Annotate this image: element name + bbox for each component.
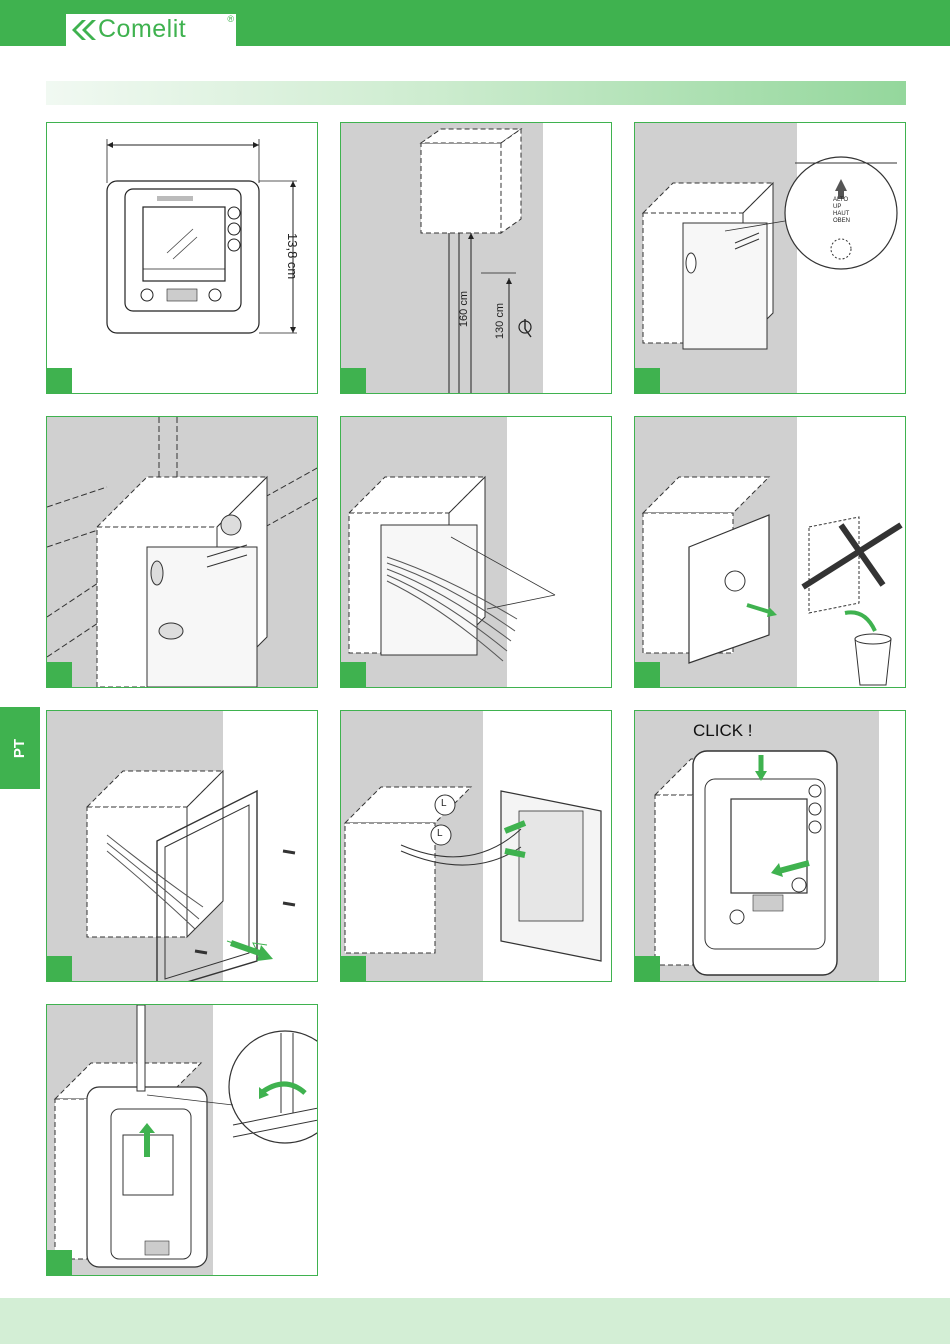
panel-step-4 bbox=[46, 416, 318, 688]
wire-label-bottom: L bbox=[437, 828, 443, 839]
box-height-illustration bbox=[341, 123, 612, 394]
panel-step-8: L L bbox=[340, 710, 612, 982]
wire-label-top: L bbox=[441, 798, 447, 809]
comelit-logo: Comelit ® bbox=[66, 14, 236, 46]
panel-step-7 bbox=[46, 710, 318, 982]
panel-step-5 bbox=[340, 416, 612, 688]
snap-monitor-illustration bbox=[635, 711, 906, 982]
language-tab[interactable]: PT bbox=[0, 707, 40, 789]
panel-step-9: CLICK ! bbox=[634, 710, 906, 982]
step-marker bbox=[635, 956, 660, 981]
step-marker bbox=[47, 662, 72, 687]
step-marker bbox=[341, 956, 366, 981]
panel-step-2: 160 cm 130 cm bbox=[340, 122, 612, 394]
panel-step-10 bbox=[46, 1004, 318, 1276]
brand-name: Comelit bbox=[98, 15, 186, 44]
height-130-label: 130 cm bbox=[494, 303, 506, 339]
step-marker bbox=[47, 1250, 72, 1275]
panel-step-1: 13,8 cm bbox=[46, 122, 318, 394]
step-marker bbox=[635, 662, 660, 687]
section-title-bar bbox=[46, 81, 906, 105]
cable-length-illustration bbox=[341, 417, 612, 688]
monitor-dimension-illustration bbox=[47, 123, 318, 394]
panel-step-6 bbox=[634, 416, 906, 688]
height-dimension-label: 13,8 cm bbox=[285, 233, 300, 279]
box-orientation-illustration bbox=[635, 123, 906, 394]
connector-wiring-illustration bbox=[341, 711, 612, 982]
screwdriver-removal-illustration bbox=[47, 1005, 318, 1276]
step-marker bbox=[635, 368, 660, 393]
step-marker bbox=[341, 368, 366, 393]
conduit-routing-illustration bbox=[47, 417, 318, 688]
comelit-mark-icon bbox=[70, 18, 98, 42]
step-marker bbox=[341, 662, 366, 687]
footer-bar bbox=[0, 1298, 950, 1344]
header-bar: Comelit ® bbox=[0, 0, 950, 46]
frame-screws-illustration bbox=[47, 711, 318, 982]
panel-step-3: ALTO UP HAUT OBEN bbox=[634, 122, 906, 394]
language-label: PT bbox=[11, 738, 28, 757]
step-marker bbox=[47, 956, 72, 981]
height-160-label: 160 cm bbox=[458, 291, 470, 327]
orientation-labels: ALTO UP HAUT OBEN bbox=[833, 197, 850, 225]
click-label: CLICK ! bbox=[693, 721, 753, 741]
remove-cover-illustration bbox=[635, 417, 906, 688]
registered-mark: ® bbox=[227, 14, 234, 24]
step-marker bbox=[47, 368, 72, 393]
